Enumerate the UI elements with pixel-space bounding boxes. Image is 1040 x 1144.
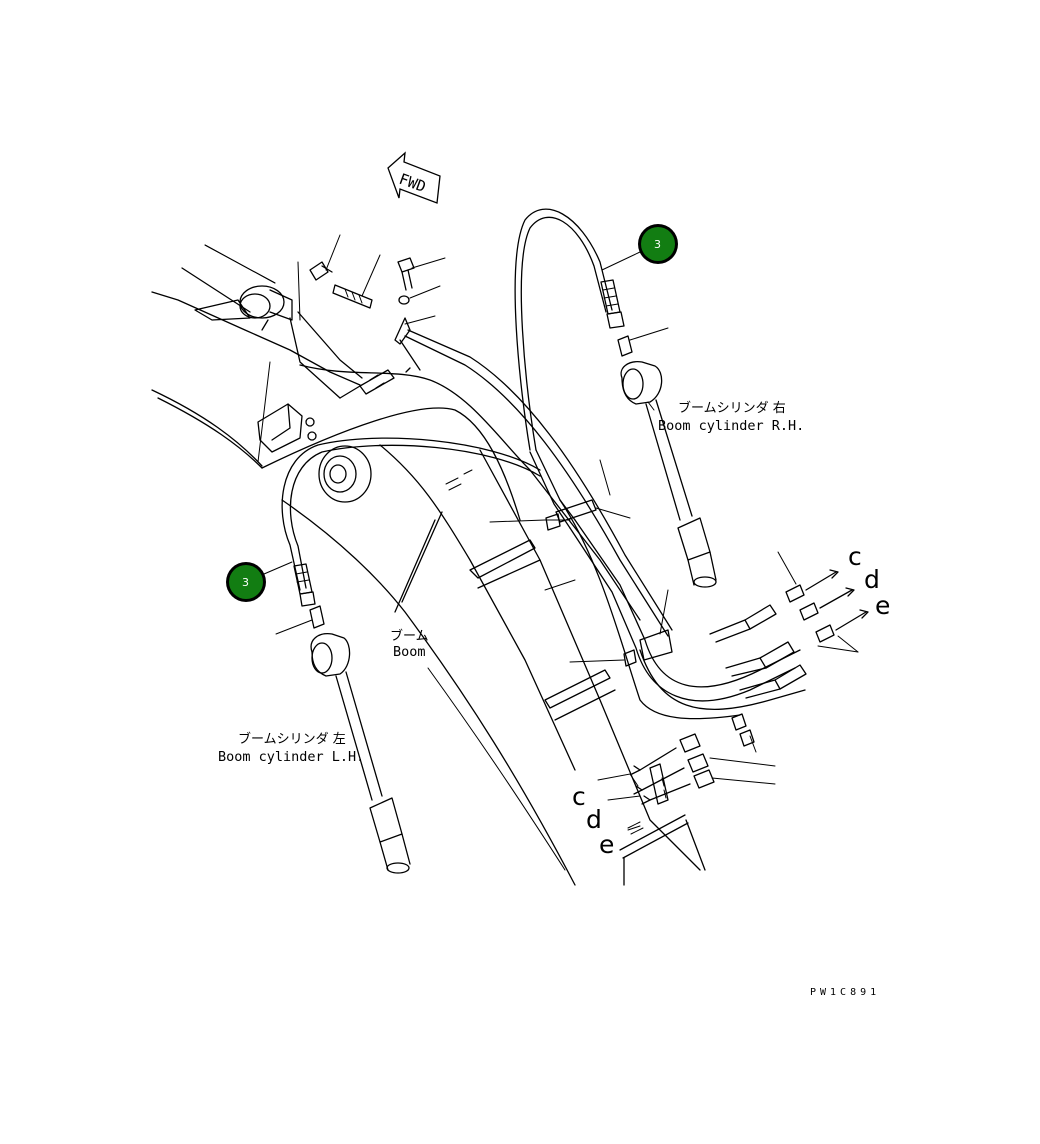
letter-right-c: c [848,542,862,571]
callout-3-lower[interactable]: 3 [226,561,293,602]
lower-hose-ends [597,733,776,831]
top-bracket [194,285,363,453]
clamp-bracket [339,317,421,399]
label-boom-cylinder-lh-jp: ブームシリンダ 左 [238,731,346,747]
callout-badge [229,565,263,599]
boom-body [151,244,706,886]
callout-number: 3 [654,238,661,251]
label-boom-cylinder-rh-jp: ブームシリンダ 右 [678,400,786,416]
fwd-arrow-icon: FWD [387,151,441,204]
top-fittings [204,234,446,325]
label-boom-jp: ブーム [390,628,429,644]
letter-bottom-c: c [572,782,586,811]
label-boom-cylinder-lh-en: Boom cylinder L.H. [218,749,364,765]
label-boom-en: Boom [393,644,426,660]
letter-right-d: d [864,565,880,594]
letter-right-e: e [875,591,890,620]
hose-left-loop [275,437,541,635]
letter-bottom-d: d [586,805,602,834]
label-boom-cylinder-rh-en: Boom cylinder R.H. [658,418,804,434]
drawing-code: PW1C891 [810,987,880,998]
hose-upper-harness [299,329,673,637]
boom-cylinder-left [310,633,411,874]
hoses-to-lower-fittings [489,459,806,720]
right-hose-ends [709,551,869,753]
boom-pin-boss [318,445,372,503]
callout-3-upper[interactable]: 3 [601,224,678,271]
boom-cylinder-right [620,361,717,588]
callout-badge [641,227,675,261]
callout-number: 3 [242,576,249,589]
letter-bottom-e: e [599,830,614,859]
